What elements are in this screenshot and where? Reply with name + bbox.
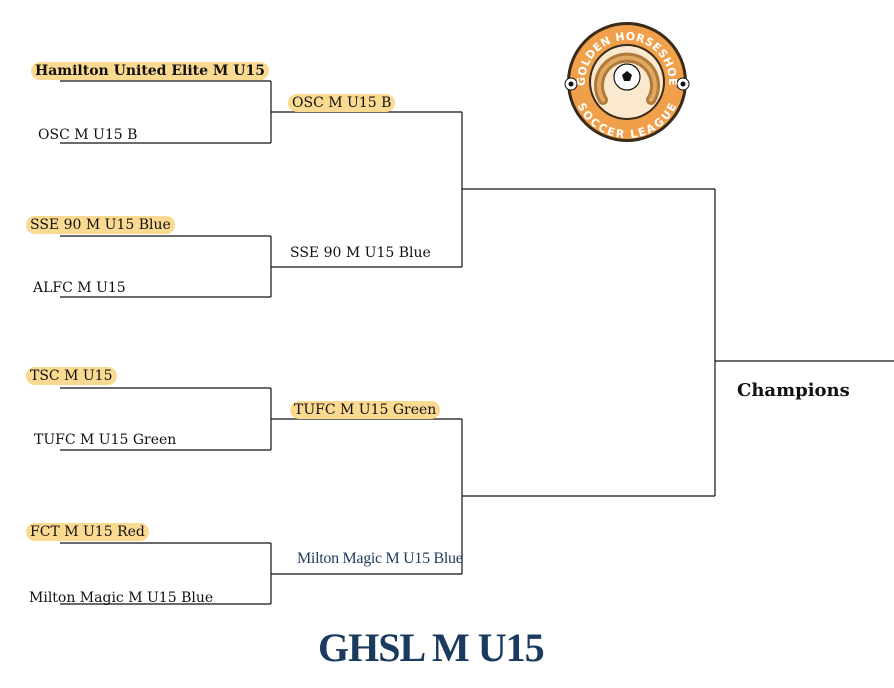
r2-team-2: SSE 90 M U15 Blue xyxy=(290,245,431,261)
r1-team-4: ALFC M U15 xyxy=(33,280,126,296)
r1-team-7: FCT M U15 Red xyxy=(26,523,149,541)
r1-team-3: SSE 90 M U15 Blue xyxy=(26,216,175,234)
r1-team-2: OSC M U15 B xyxy=(38,127,138,143)
r1-team-5: TSC M U15 xyxy=(26,367,117,385)
r2-team-3: TUFC M U15 Green xyxy=(290,401,441,419)
r1-team-1: Hamilton United Elite M U15 xyxy=(31,62,269,80)
page-title: GHSL M U15 xyxy=(318,625,545,670)
r2-team-1: OSC M U15 B xyxy=(288,94,396,112)
r2-team-4: Milton Magic M U15 Blue xyxy=(297,550,463,567)
r1-team-8: Milton Magic M U15 Blue xyxy=(29,590,214,606)
r1-team-6: TUFC M U15 Green xyxy=(34,432,177,448)
league-logo: GOLDEN HORSESHOE SOCCER LEAGUE xyxy=(564,22,690,142)
champions-label: Champions xyxy=(737,380,850,401)
